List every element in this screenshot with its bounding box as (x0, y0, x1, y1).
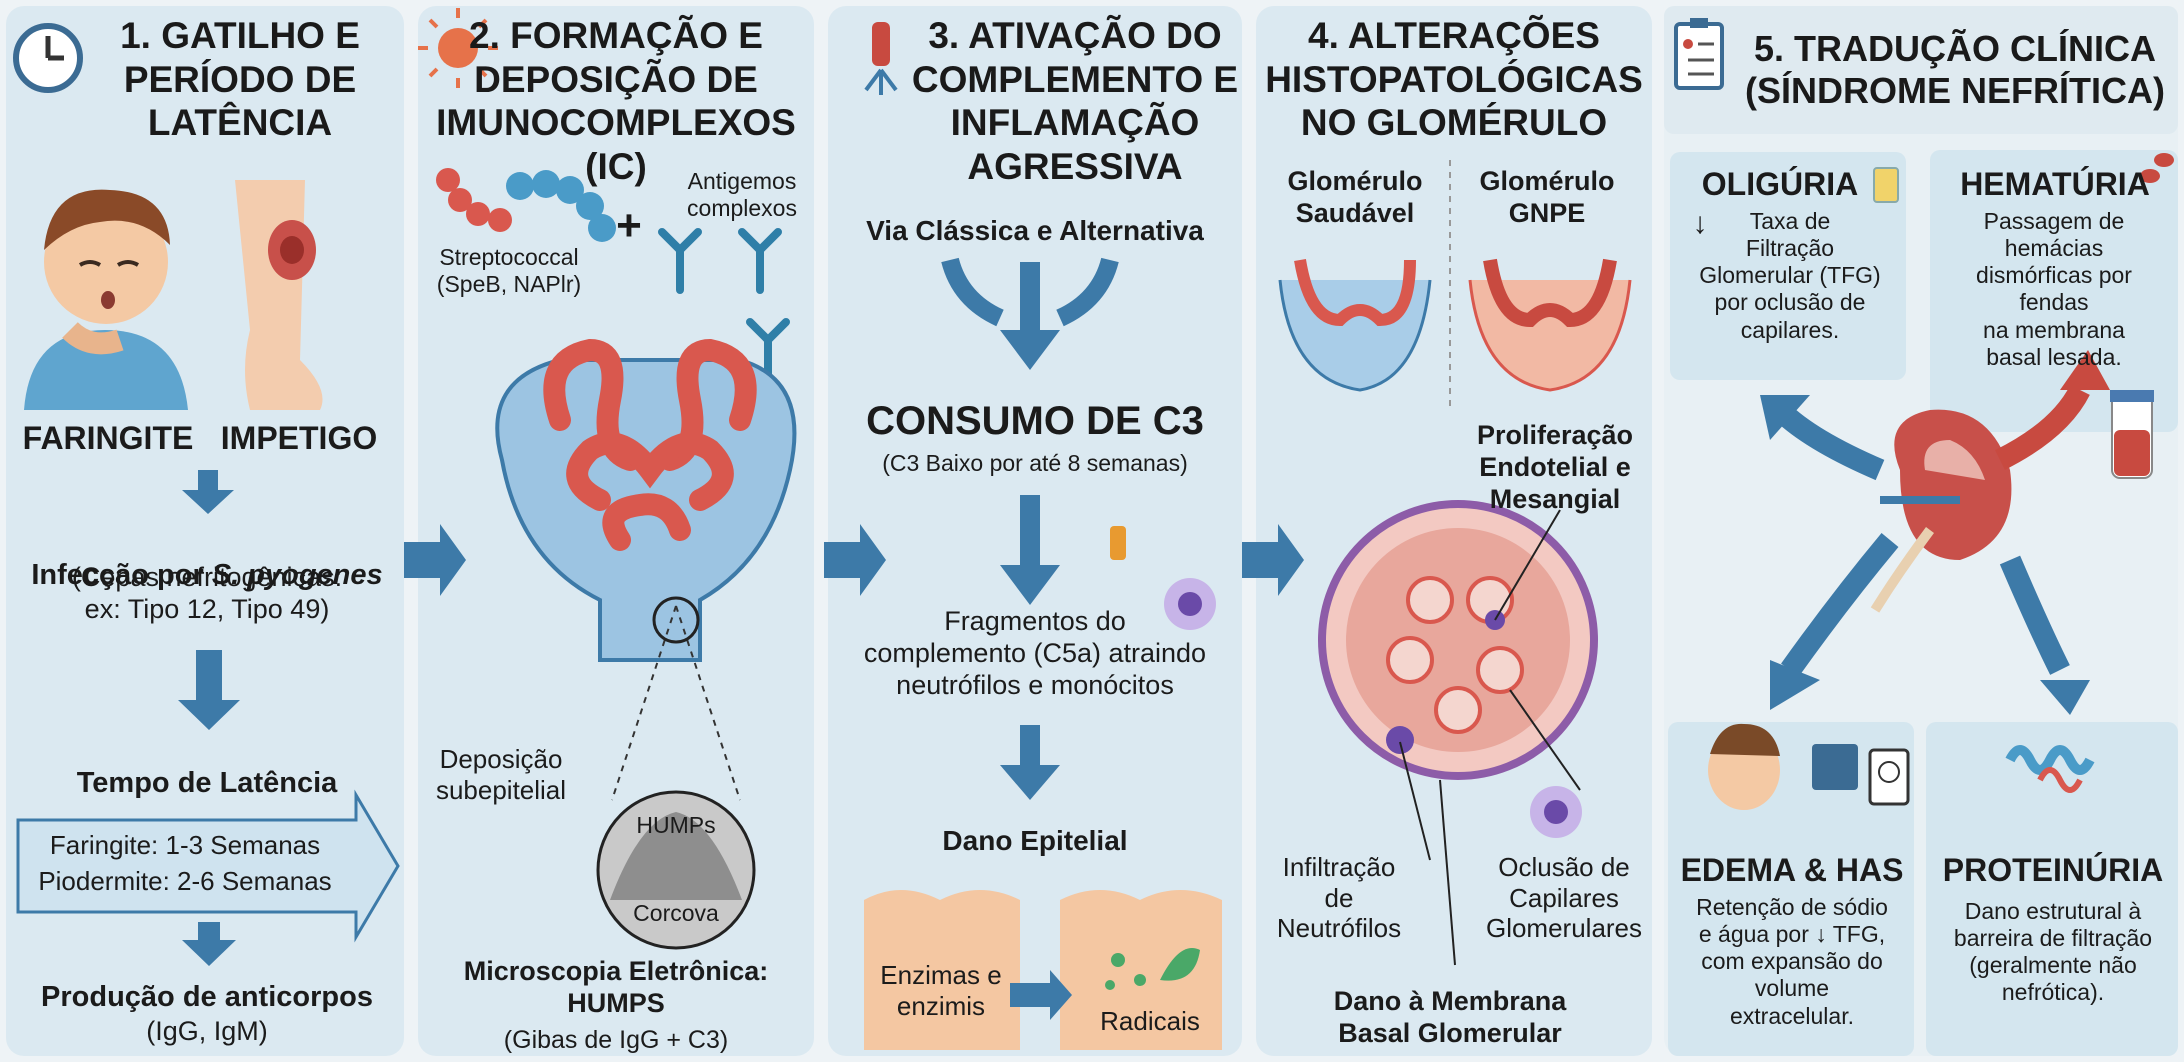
streptococcal-label: Streptococcal (SpeB, NAPlr) (436, 244, 582, 298)
edema-face-icon (1708, 723, 1780, 810)
tempo-latencia-title: Tempo de Latência (76, 767, 338, 799)
proteinuria-text: Dano estrutural à barreira de filtração … (1953, 898, 2153, 1006)
faringite-time: Faringite: 1-3 Semanas (49, 830, 321, 860)
blood-tube-icon (2110, 390, 2154, 479)
blood-cells-icon (2140, 153, 2174, 183)
clock-icon (13, 23, 83, 93)
glomerulo-gnpe: Glomérulo GNPE (1479, 166, 1615, 228)
glomerulus-illustration (495, 338, 797, 662)
kidney-icon (1870, 409, 2012, 613)
consumo-c3: CONSUMO DE C3 (866, 399, 1204, 443)
panel1-title: 1. GATILHO E PERÍODO DE LATÊNCIA (120, 15, 360, 144)
deposicao-label: Deposição subepitelial (435, 744, 567, 805)
oclusao-label: Oclusão de Capilares Glomerulares (1485, 852, 1643, 944)
epithelium-illustration (864, 890, 1222, 1050)
c5a-fragment-icon (1110, 526, 1216, 630)
edema-text: Retenção de sódio e água por ↓ TFG, com … (1696, 894, 1888, 1029)
via-label: Via Clássica e Alternativa (866, 215, 1204, 246)
oliguria-arrow: ↓ (1692, 207, 1708, 240)
antibody-icons (658, 228, 790, 384)
species-name: S. pyogenes (211, 559, 383, 592)
panel3-arrows (941, 257, 1119, 800)
producao-anticorpos: Produção de anticorpos (41, 981, 373, 1013)
glomerulo-saudavel: Glomérulo Saudável (1287, 166, 1423, 228)
oliguria-box (1670, 152, 1906, 380)
label-impetigo: IMPETIGO (220, 420, 378, 456)
label-faringite: FARINGITE (22, 420, 194, 456)
panel4-leader-lines (1399, 509, 1581, 966)
latency-arrow (16, 789, 400, 943)
proteinuria-box (1926, 722, 2178, 1056)
infeccao-prefix: Infecção por (31, 559, 212, 592)
panel5-title: 5. TRADUÇÃO CLÍNICA (SÍNDROME NEFRÍTICA) (1745, 28, 2165, 112)
bacteria-icon (418, 8, 498, 88)
panel-transition-arrows (404, 524, 1304, 596)
radicais-label: Radicais (1100, 1006, 1200, 1036)
piodermite-time: Piodermite: 2-6 Semanas (38, 866, 332, 896)
complement-icon (864, 22, 898, 95)
antigenos-label: Antigemos complexos (687, 168, 797, 222)
panel1-arrows (178, 470, 240, 966)
blood-pressure-icon (1812, 744, 1910, 806)
oliguria-text: Taxa de Filtração Glomerular (TFG) por o… (1699, 208, 1881, 343)
boy-sore-throat-illustration (24, 189, 188, 410)
plus-sign: + (616, 201, 642, 250)
healthy-glomerulus (1278, 258, 1432, 392)
c3-baixo: (C3 Baixo por até 8 semanas) (882, 450, 1188, 476)
fragmentos-text: Fragmentos do complemento (C5a) atraindo… (863, 606, 1207, 700)
neutrophil-icon (1530, 786, 1582, 838)
infiltracao-label: Infiltração de Neutrófilos (1276, 852, 1402, 944)
protein-icon (2005, 745, 2095, 793)
humps-label: HUMPs (636, 812, 716, 838)
glomerulus-cross-section (1318, 500, 1598, 780)
hematuria-box (1930, 150, 2178, 432)
hematuria-text: Passagem de hemácias dismórficas por fen… (1976, 208, 2132, 370)
dano-membrana-label: Dano à Membrana Basal Glomerular (1333, 986, 1567, 1048)
proliferacao-label: Proliferação Endotelial e Mesangial (1476, 420, 1634, 514)
panel2-title: 2. FORMAÇÃO E DEPOSIÇÃO DE IMUNOCOMPLEXO… (436, 15, 796, 187)
panel4-title: 4. ALTERAÇÕES HISTOPATOLÓGICAS NO GLOMÉR… (1265, 15, 1643, 144)
em-zoom-circle (596, 596, 756, 950)
igs-text: (IgG, IgM) (146, 1016, 268, 1046)
cepas-text: (Cepas nefritogênicas: ex: Tipo 12, Tipo… (71, 562, 343, 624)
clinica-header-box (1664, 6, 2178, 134)
urine-cup-icon (1873, 167, 1899, 203)
infeccao-text: Infecção por S. pyogenes (12, 524, 402, 592)
streptococcus-chain (436, 168, 616, 242)
microscopia-label: Microscopia Eletrônica: HUMPS (463, 956, 769, 1018)
edema-title: EDEMA & HAS (1680, 852, 1904, 888)
clipboard-icon (1674, 18, 1724, 90)
panel5-arrows (1760, 350, 2110, 715)
proteinuria-title: PROTEINÚRIA (1942, 852, 2164, 888)
corcova-label: Corcova (633, 900, 719, 926)
oliguria-title: OLIGÚRIA (1701, 166, 1859, 202)
enzimas-label: Enzimas e enzimis (880, 960, 1002, 1021)
impetigo-leg-illustration (235, 180, 323, 410)
gibas-label: (Gibas de IgG + C3) (503, 1026, 729, 1054)
panel3-title: 3. ATIVAÇÃO DO COMPLEMENTO E INFLAMAÇÃO … (911, 15, 1239, 187)
hematuria-title: HEMATÚRIA (1960, 166, 2150, 202)
dano-epitelial: Dano Epitelial (942, 825, 1128, 856)
gnpe-glomerulus (1468, 258, 1632, 392)
